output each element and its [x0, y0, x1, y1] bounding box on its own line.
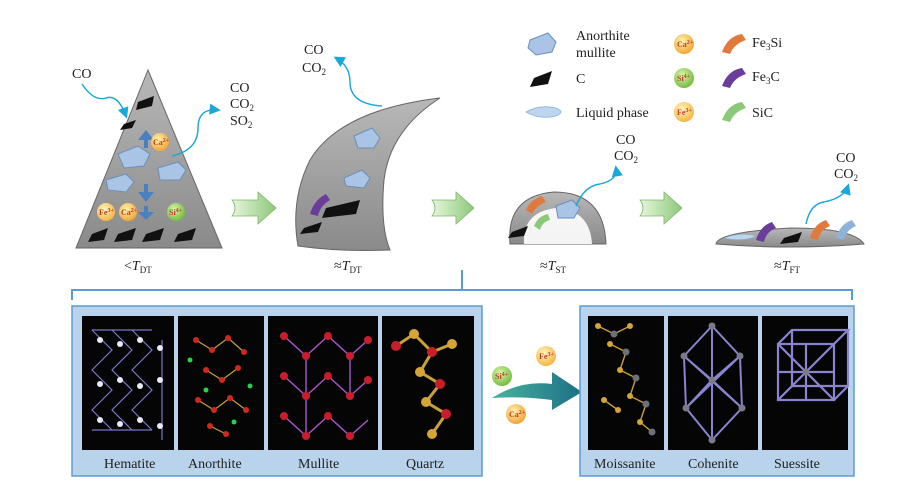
stage-2-horn: [295, 97, 441, 251]
legend-carbon-label: C: [576, 72, 585, 87]
stage4-temp-label: ≈TFT: [774, 259, 800, 275]
stage1-gas-arrow: [171, 103, 221, 157]
stage1-gas-so2: SO2: [230, 114, 252, 130]
sic-swatch: [722, 102, 746, 122]
stage1-temp-label: <TDT: [124, 259, 152, 275]
legend-fe3c-label: Fe3C: [752, 70, 780, 86]
stage1-gas-co: CO: [230, 81, 249, 96]
stage4-gas-co2: CO2: [834, 167, 858, 183]
stage1-gas-co2: CO2: [230, 97, 254, 113]
mineral-suessite-label: Suessite: [774, 457, 820, 472]
stage4-gas-co: CO: [836, 151, 855, 166]
mineral-anorthite-label: Anorthite: [188, 457, 242, 472]
mineral-hematite-label: Hematite: [104, 457, 155, 472]
mineral-moissanite-label: Moissanite: [594, 457, 655, 472]
si-ion-swatch: [674, 68, 694, 88]
mineral-mullite-label: Mullite: [298, 457, 339, 472]
legend: Anorthite mullite C Liquid phase Ca2+ Si…: [525, 29, 782, 122]
process-arrow-1: [231, 191, 277, 225]
liquid-phase-swatch: [525, 106, 562, 118]
mineral-cohenite-label: Cohenite: [688, 457, 739, 472]
legend-si-text: Si4+: [677, 74, 691, 83]
stage2-gas-co2: CO2: [302, 61, 326, 77]
reaction-arrow-group: Fe3+ Si4+ Ca2+: [492, 346, 582, 424]
svg-text:Fe3+: Fe3+: [539, 352, 554, 361]
fe-ion-swatch: [674, 102, 694, 122]
anorthite-mullite-swatch: [527, 32, 557, 56]
svg-text:Ca2+: Ca2+: [153, 138, 170, 147]
fe3si-swatch: [722, 34, 746, 54]
stage-4-flat: [715, 220, 865, 248]
svg-text:Ca2+: Ca2+: [121, 208, 138, 217]
process-arrow-2: [431, 191, 475, 225]
legend-fe3si-label: Fe3Si: [752, 36, 782, 52]
svg-text:Si4+: Si4+: [169, 208, 183, 217]
fe3c-swatch: [722, 68, 746, 88]
svg-text:Fe3+: Fe3+: [99, 208, 114, 217]
transform-arrow: [492, 372, 582, 410]
svg-text:Ca2+: Ca2+: [509, 410, 526, 419]
mineral-panel-right: Moissanite Cohenite Suessite: [579, 305, 855, 477]
co-inlet-label: CO: [72, 67, 91, 82]
legend-mullite-label: mullite: [576, 46, 616, 61]
legend-anorthite-label: Anorthite: [576, 29, 630, 44]
legend-ca-text: Ca2+: [677, 40, 694, 49]
stage-3-hemisphere: [508, 191, 607, 245]
stage2-gas-co: CO: [304, 43, 323, 58]
legend-sic-label: SiC: [752, 106, 773, 121]
mineral-quartz-label: Quartz: [406, 457, 444, 472]
mineral-panel-left: Hematite Anorthite Mullite Quartz: [71, 305, 483, 477]
legend-fe-text: Fe3+: [677, 108, 692, 117]
carbon-swatch: [530, 71, 552, 87]
legend-liquid-label: Liquid phase: [576, 106, 649, 121]
stage2-temp-label: ≈TDT: [334, 259, 362, 275]
process-arrow-3: [639, 191, 683, 225]
bracket: [71, 270, 853, 300]
stage3-temp-label: ≈TST: [540, 259, 566, 275]
stage3-gas-co2: CO2: [614, 149, 638, 165]
stage4-gas-arrow: [805, 183, 851, 225]
stage3-gas-co: CO: [616, 133, 635, 148]
svg-text:Si4+: Si4+: [495, 372, 509, 381]
stage3-gas-arrow: [575, 165, 623, 207]
ca-ion-swatch: [674, 34, 694, 54]
stage2-gas-arrow: [333, 56, 383, 107]
stage-1-triangle: Ca2+ Fe3+ Ca2+ Si4+: [75, 68, 223, 249]
co-inlet-arrow: [81, 83, 129, 119]
